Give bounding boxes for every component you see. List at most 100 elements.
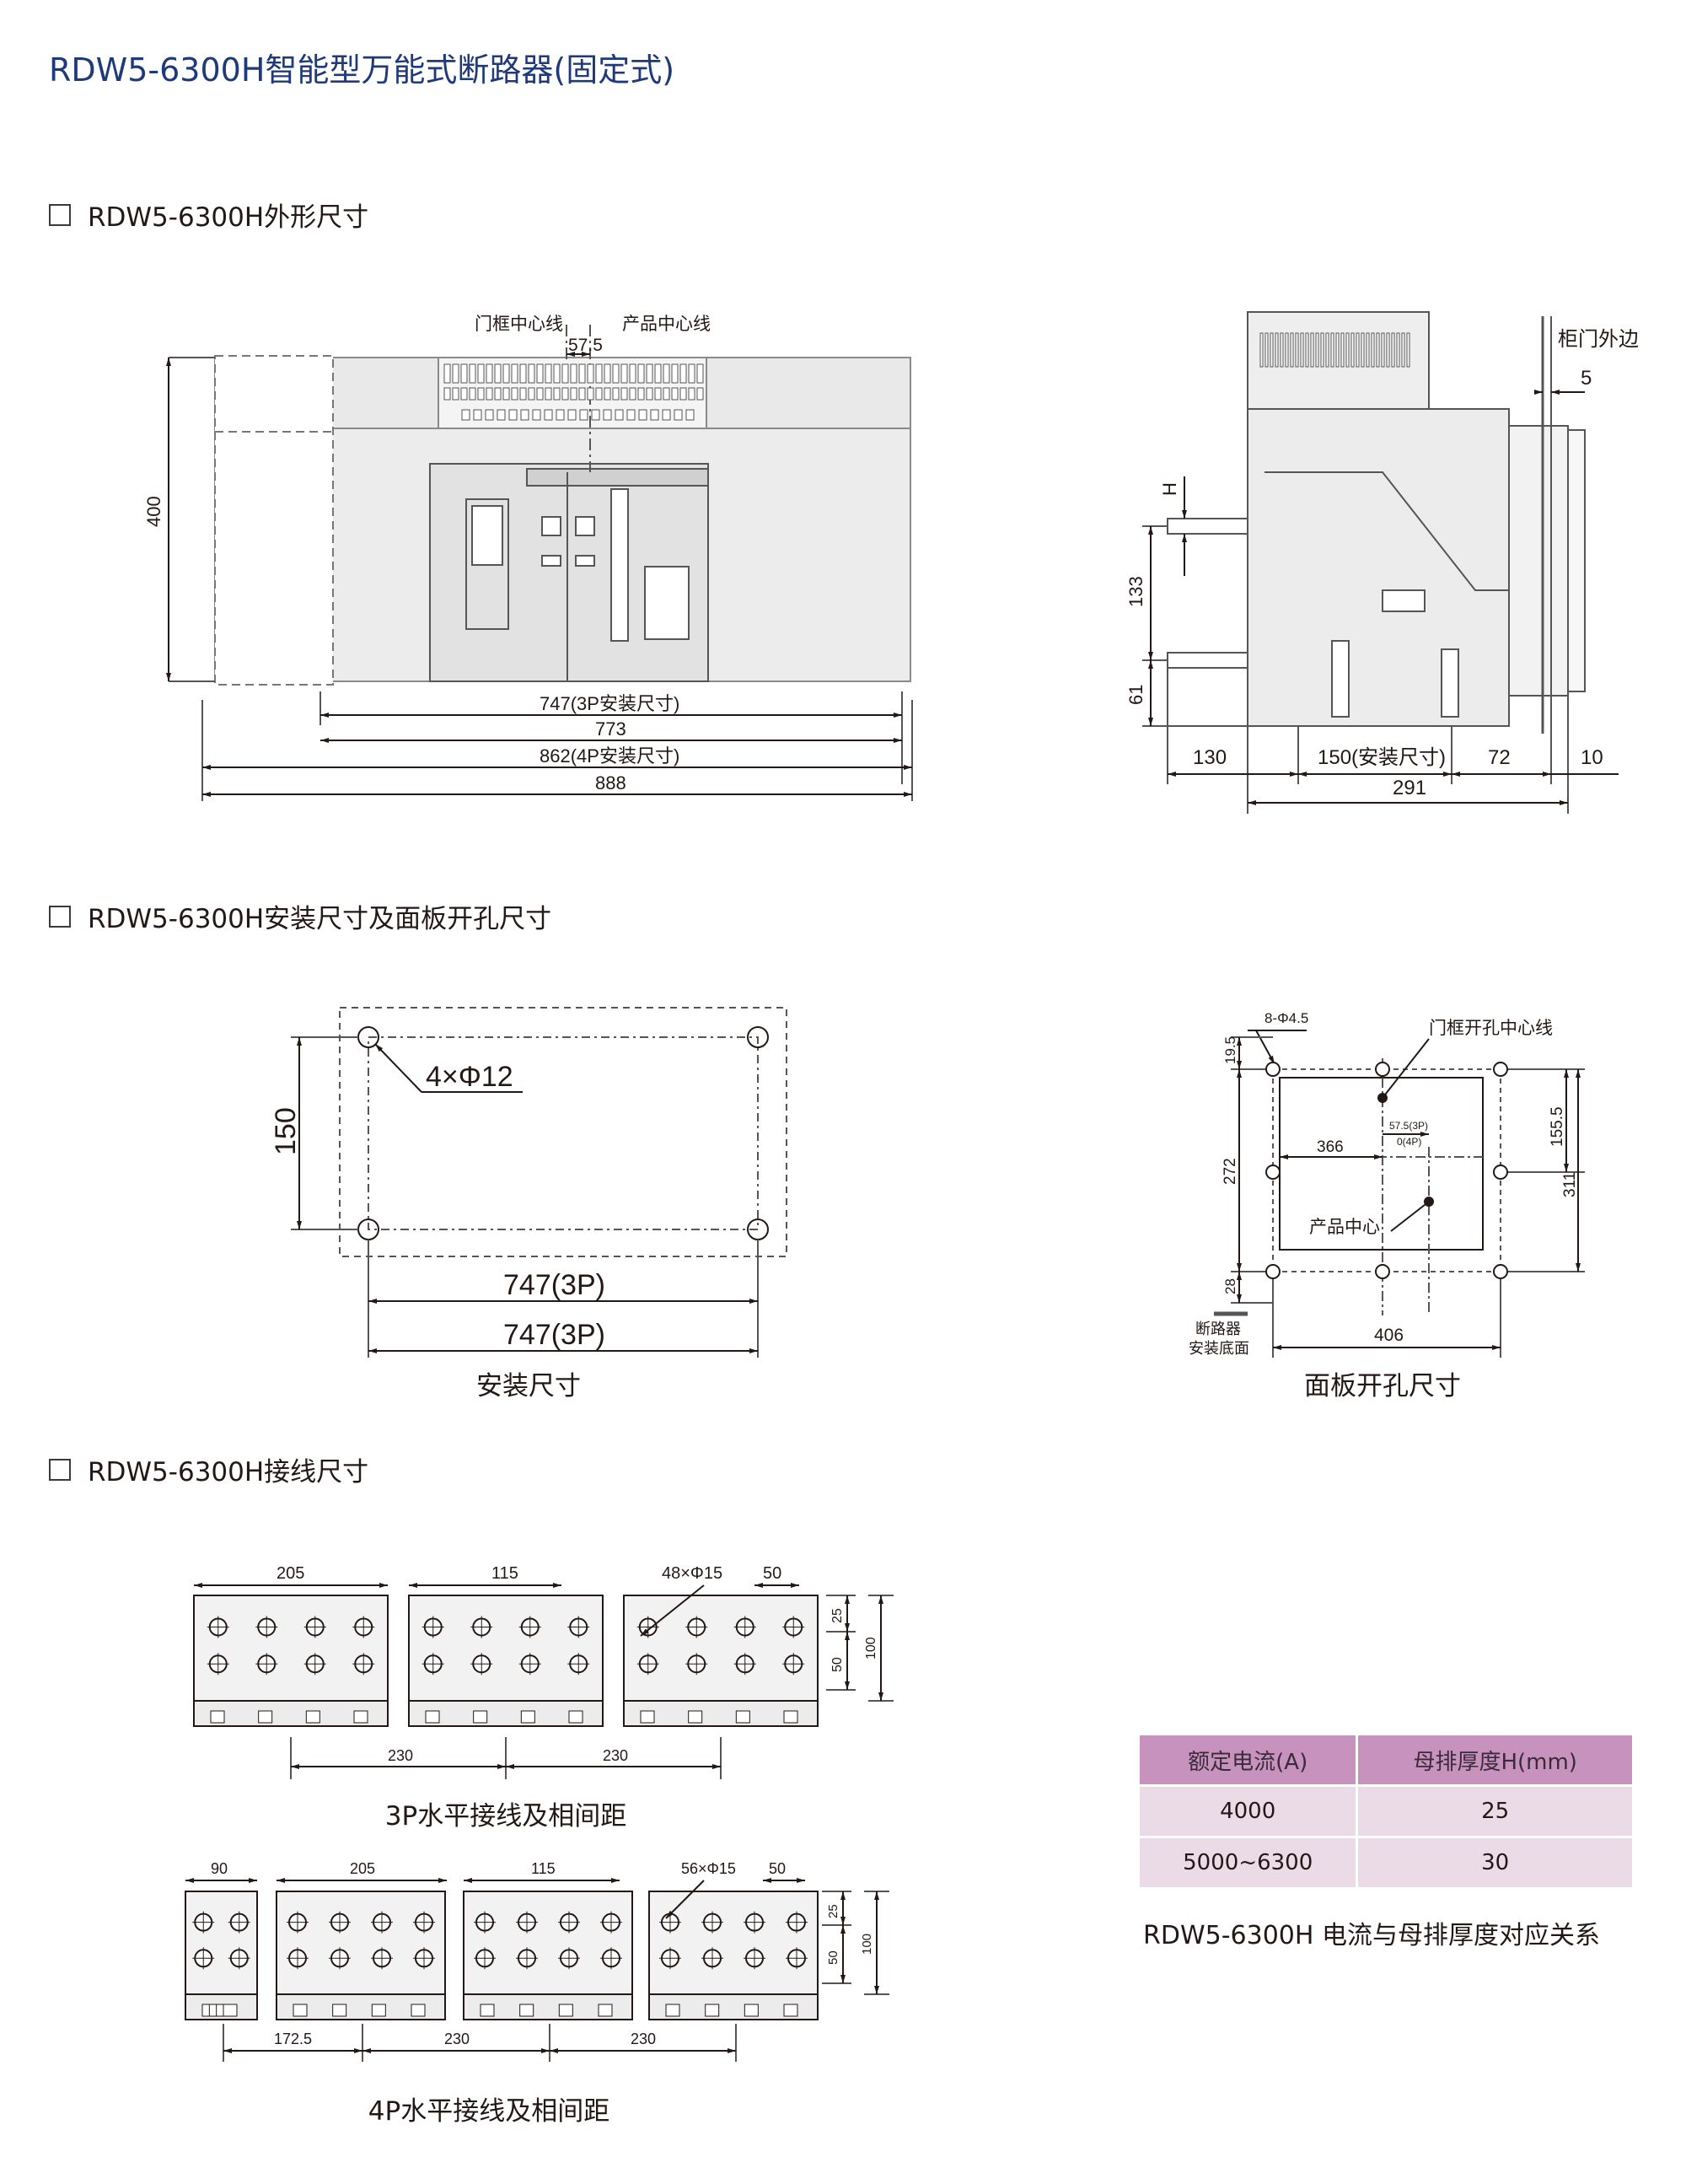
busbar-foot bbox=[640, 1710, 655, 1724]
terminal-pin bbox=[629, 387, 636, 401]
dim-747-label: 747(3P安装尺寸) bbox=[540, 693, 679, 714]
terminal-pin bbox=[536, 363, 544, 384]
panel-hole bbox=[1493, 1264, 1508, 1279]
busbar-foot bbox=[735, 1710, 750, 1724]
front-terminal-block bbox=[443, 363, 704, 421]
terminal-pin bbox=[654, 363, 662, 384]
terminal-pin bbox=[460, 363, 468, 384]
w4-205-label: 205 bbox=[350, 1860, 375, 1877]
terminal-pin bbox=[519, 387, 527, 401]
terminal-pin bbox=[587, 387, 594, 401]
panel-19-5-label: 19.5 bbox=[1222, 1036, 1238, 1064]
terminal-pin bbox=[477, 387, 485, 401]
wiring-3p-caption: 3P水平接线及相间距 bbox=[384, 1801, 627, 1832]
w4-50-label: 50 bbox=[769, 1860, 786, 1877]
busbar-foot bbox=[480, 2004, 495, 2017]
busbar-foot bbox=[305, 1710, 320, 1724]
w4-25-label: 25 bbox=[826, 1904, 840, 1918]
terminal-pin bbox=[626, 409, 636, 421]
section-outline-label: RDW5-6300H外形尺寸 bbox=[88, 202, 369, 233]
busbar-foot bbox=[520, 1710, 535, 1724]
terminal-pin bbox=[544, 409, 553, 421]
terminal-pin bbox=[646, 363, 653, 384]
panel-28-label: 28 bbox=[1222, 1278, 1238, 1294]
busbar-foot bbox=[783, 2004, 798, 2017]
terminal-pin bbox=[536, 387, 544, 401]
panel-hole bbox=[1265, 1062, 1281, 1077]
terminal-pin bbox=[637, 387, 645, 401]
table-cell: 4000 bbox=[1140, 1784, 1356, 1836]
busbar-foot bbox=[223, 2004, 238, 2017]
panel-155-5-label: 155.5 bbox=[1549, 1106, 1566, 1147]
terminal-pin bbox=[671, 387, 679, 401]
terminal-pin bbox=[511, 363, 518, 384]
vent-slot bbox=[1361, 332, 1365, 368]
dim-61-label: 61 bbox=[1125, 685, 1146, 705]
terminal-pin bbox=[679, 387, 687, 401]
panel-406-label: 406 bbox=[1374, 1326, 1404, 1345]
mount-holes-label: 4×Φ12 bbox=[426, 1061, 513, 1093]
terminal-pin bbox=[679, 363, 687, 384]
terminal-pin bbox=[671, 363, 679, 384]
terminal-pin bbox=[650, 409, 659, 421]
terminal-pin bbox=[494, 363, 502, 384]
vent-slot bbox=[1315, 332, 1319, 368]
busbar-block bbox=[463, 1891, 633, 1995]
terminal-pin bbox=[494, 387, 502, 401]
w3-50v-label: 50 bbox=[830, 1657, 845, 1672]
vent-slot bbox=[1295, 332, 1299, 368]
vent-slot bbox=[1376, 332, 1380, 368]
terminal-pin bbox=[469, 387, 476, 401]
busbar-foot bbox=[258, 1710, 273, 1724]
vent-slot bbox=[1345, 332, 1350, 368]
terminal-pin bbox=[486, 363, 493, 384]
busbar-foot bbox=[473, 1710, 488, 1724]
terminal-pin bbox=[696, 387, 704, 401]
table-header: 额定电流(A) bbox=[1140, 1735, 1356, 1784]
door-edge-label: 柜门外边 bbox=[1558, 328, 1639, 351]
panel-product-center-label: 产品中心 bbox=[1309, 1218, 1380, 1237]
panel-holes-label: 8-Φ4.5 bbox=[1264, 1010, 1308, 1026]
terminal-pin bbox=[553, 363, 561, 384]
vent-slot bbox=[1366, 332, 1370, 368]
terminal-pin bbox=[545, 387, 552, 401]
w3-100-label: 100 bbox=[864, 1637, 878, 1660]
terminal-pin bbox=[674, 409, 683, 421]
panel-hole bbox=[1265, 1165, 1281, 1180]
busbar-foot bbox=[332, 2004, 347, 2017]
busbar-foot bbox=[371, 2004, 386, 2017]
terminal-pin bbox=[646, 387, 653, 401]
height-400-label: 400 bbox=[143, 496, 164, 527]
product-center-label: 产品中心线 bbox=[622, 315, 711, 334]
panel-hole bbox=[1493, 1165, 1508, 1180]
panel-366-label: 366 bbox=[1317, 1138, 1344, 1156]
terminal-pin bbox=[567, 409, 577, 421]
terminal-pin bbox=[511, 387, 518, 401]
busbar-foot bbox=[665, 2004, 680, 2017]
terminal-pin bbox=[469, 363, 476, 384]
panel-view bbox=[1214, 1030, 1585, 1358]
wiring-3p-dims bbox=[194, 1583, 894, 1779]
terminal-pin bbox=[688, 363, 695, 384]
vent-slot bbox=[1335, 332, 1340, 368]
terminal-pin bbox=[556, 409, 565, 421]
terminal-pin bbox=[637, 363, 645, 384]
terminal-pin bbox=[591, 409, 600, 421]
table-row: 5000~6300 30 bbox=[1140, 1836, 1632, 1887]
terminal-pin bbox=[578, 363, 586, 384]
w3-205-label: 205 bbox=[277, 1564, 304, 1583]
terminal-pin bbox=[612, 363, 620, 384]
terminal-pin bbox=[502, 363, 510, 384]
busbar-foot bbox=[353, 1710, 368, 1724]
terminal-pin bbox=[578, 387, 586, 401]
busbar-foot bbox=[411, 2004, 426, 2017]
busbar-foot bbox=[783, 1710, 798, 1724]
checkbox-icon bbox=[49, 203, 71, 226]
terminal-pin bbox=[528, 387, 535, 401]
terminal-pin bbox=[443, 387, 451, 401]
terminal-pin bbox=[604, 387, 611, 401]
w3-holes-label: 48×Φ15 bbox=[662, 1564, 722, 1583]
terminal-pin bbox=[595, 363, 603, 384]
vent-slot bbox=[1270, 332, 1274, 368]
